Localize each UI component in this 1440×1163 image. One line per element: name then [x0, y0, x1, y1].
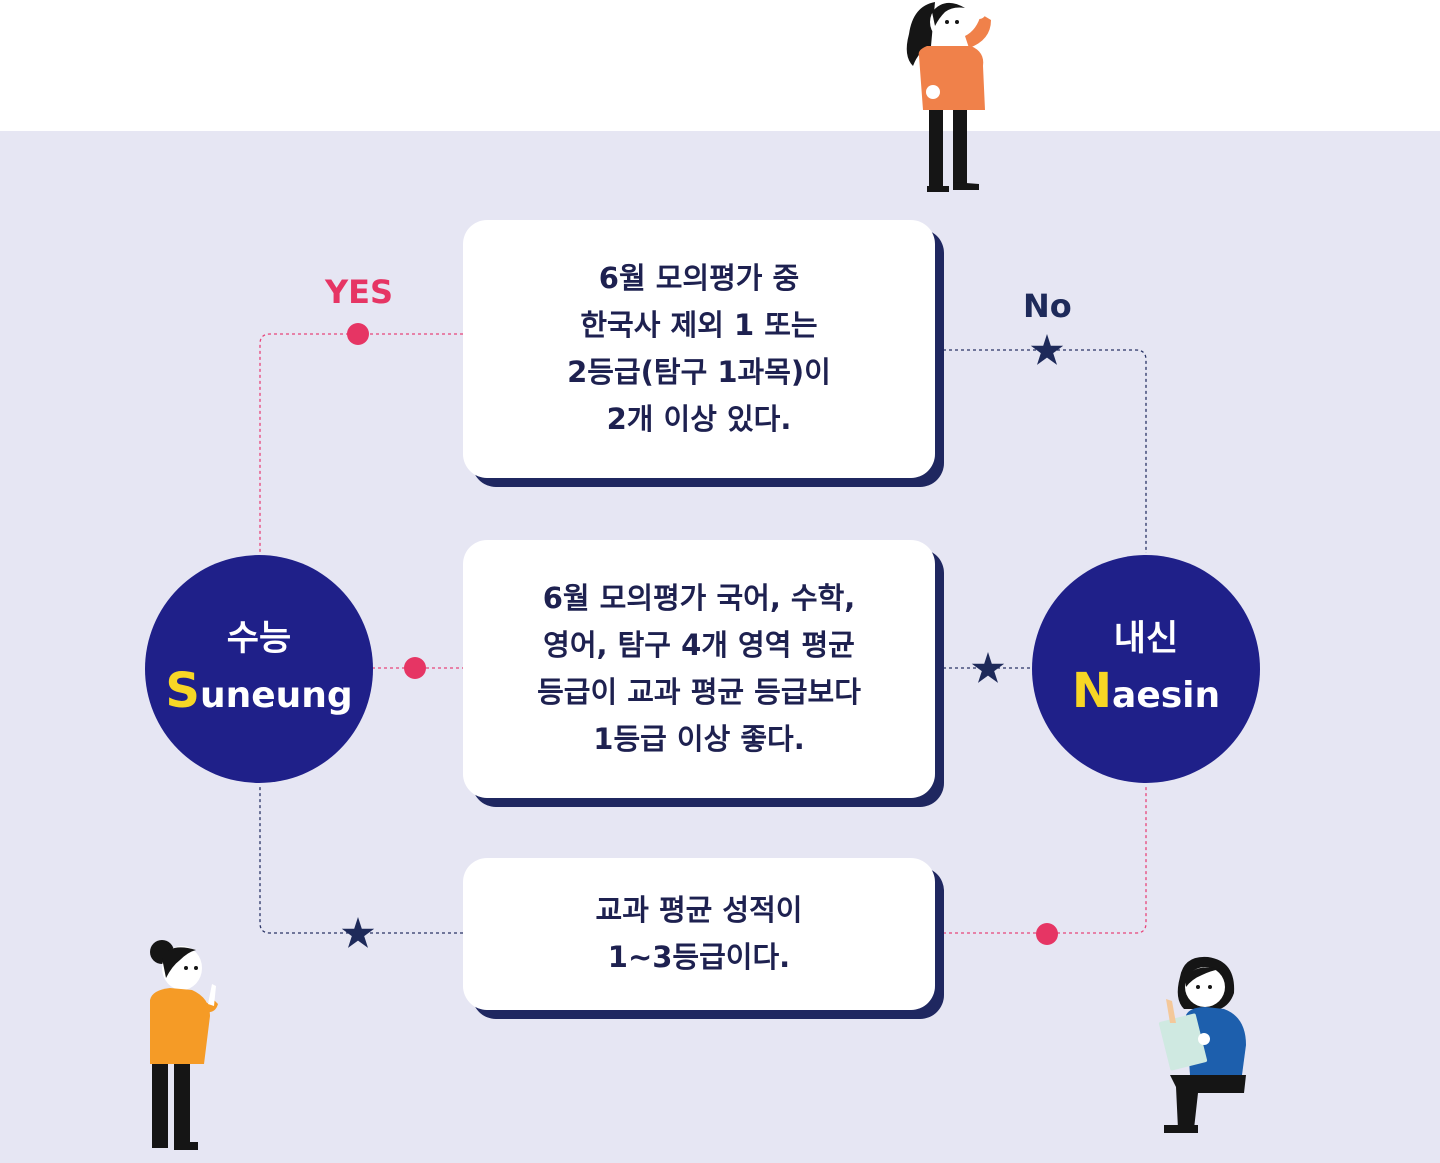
naesin-initial: N: [1071, 662, 1113, 719]
question-box-grade-count: 6월 모의평가 중 한국사 제외 1 또는 2등급(탐구 1과목)이 2개 이상…: [463, 220, 935, 478]
person-reading-bottom-right-illustration: [1158, 956, 1246, 1133]
question-text: 6월 모의평가 중 한국사 제외 1 또는 2등급(탐구 1과목)이 2개 이상…: [567, 261, 831, 436]
yes-connector-bottom: [943, 785, 1147, 934]
no-label: No: [1023, 287, 1072, 325]
question-text: 교과 평균 성적이 1~3등급이다.: [595, 893, 803, 974]
suneung-circle: 수능 Suneung: [145, 555, 373, 783]
yes-label: YES: [325, 273, 394, 311]
naesin-english-label: Naesin: [1072, 663, 1220, 724]
pink-dot-icon: [1036, 923, 1058, 945]
navy-star-icon: [341, 917, 375, 948]
question-box-average-compare: 6월 모의평가 국어, 수학, 영어, 탐구 4개 영역 평균 등급이 교과 평…: [463, 540, 935, 798]
yes-connector-top: [259, 333, 463, 553]
pink-dot-icon: [404, 657, 426, 679]
suneung-initial: S: [165, 662, 200, 719]
navy-star-icon: [1030, 334, 1064, 365]
question-box-school-grade: 교과 평균 성적이 1~3등급이다.: [463, 858, 935, 1010]
no-connector-bottom: [259, 785, 463, 934]
person-thinking-top-illustration: [906, 2, 991, 192]
navy-star-icon: [971, 652, 1005, 683]
suneung-rest: uneung: [199, 674, 353, 716]
naesin-rest: aesin: [1112, 674, 1221, 716]
pink-dot-icon: [347, 323, 369, 345]
naesin-korean-label: 내신: [1113, 618, 1179, 659]
suneung-korean-label: 수능: [226, 618, 292, 659]
naesin-circle: 내신 Naesin: [1032, 555, 1260, 783]
no-connector-top: [943, 349, 1147, 553]
person-pointing-bottom-left-illustration: [150, 940, 218, 1150]
suneung-english-label: Suneung: [165, 663, 352, 724]
question-text: 6월 모의평가 국어, 수학, 영어, 탐구 4개 영역 평균 등급이 교과 평…: [537, 581, 861, 756]
